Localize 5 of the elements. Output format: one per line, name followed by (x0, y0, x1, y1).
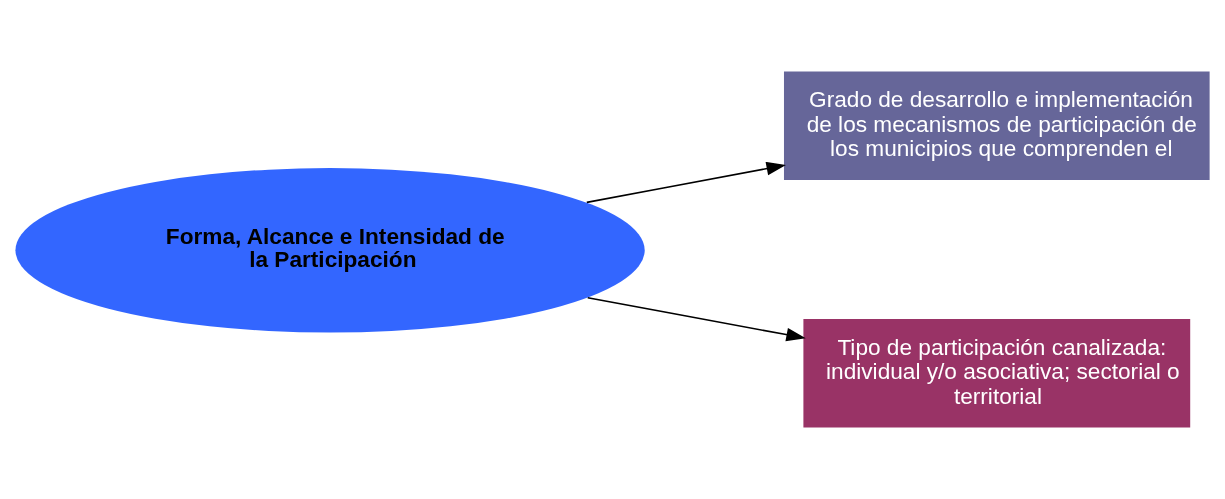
node-box: Grado de desarrollo e implementación de los mecanismos de participación de los municipios que comprenden el (784, 71, 1210, 180)
node-box: Tipo de participación canalizada: individual y/o asociativa; sectorial o territorial (803, 319, 1191, 428)
node-ellipse: Forma, Alcance e Intensidad de la Participación (15, 168, 645, 333)
arrow (586, 296, 806, 342)
arrow (586, 161, 786, 204)
